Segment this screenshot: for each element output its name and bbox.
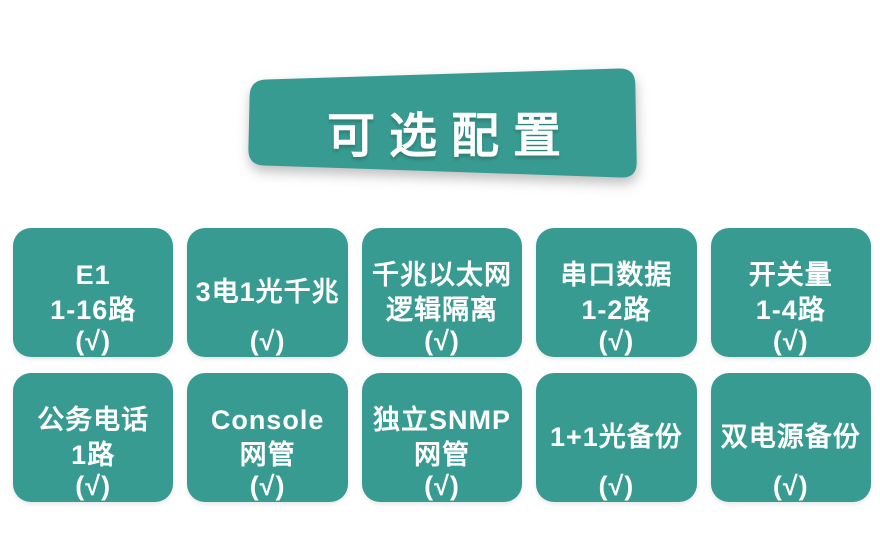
config-card: 3电1光千兆 (√) bbox=[187, 228, 348, 357]
config-card: 串口数据 1-2路(√) bbox=[536, 228, 697, 357]
card-line: 1-16路 bbox=[50, 294, 137, 325]
config-card: 双电源备份 (√) bbox=[710, 373, 871, 502]
check-mark: (√) bbox=[75, 326, 112, 356]
card-line: Console bbox=[210, 404, 325, 435]
config-card: 1+1光备份 (√) bbox=[536, 373, 697, 502]
check-mark: (√) bbox=[424, 326, 460, 356]
card-line: 独立SNMP bbox=[372, 404, 511, 435]
card-line: 1+1光备份 bbox=[549, 422, 683, 452]
card-line: 公务电话 bbox=[37, 404, 150, 435]
card-line: 逻辑隔离 bbox=[385, 294, 498, 325]
card-line: 双电源备份 bbox=[720, 422, 861, 452]
card-line: E1 bbox=[75, 259, 111, 290]
config-card: 千兆以太网逻辑隔离(√) bbox=[361, 228, 523, 357]
card-line: 开关量 bbox=[748, 259, 833, 290]
config-card: Console 网管(√) bbox=[187, 373, 348, 502]
check-mark: (√) bbox=[598, 471, 635, 501]
check-mark: (√) bbox=[772, 326, 809, 356]
config-card: 开关量 1-4路(√) bbox=[710, 228, 871, 357]
card-line: 千兆以太网 bbox=[371, 259, 512, 290]
card-line: 1路 bbox=[71, 439, 116, 470]
title-banner: 可选配置 bbox=[240, 50, 640, 195]
check-mark: (√) bbox=[424, 471, 460, 501]
banner-shape-icon bbox=[248, 68, 637, 178]
check-mark: (√) bbox=[772, 471, 809, 501]
card-line: 1-2路 bbox=[581, 294, 652, 325]
check-mark: (√) bbox=[249, 326, 286, 356]
card-line: 网管 bbox=[239, 439, 296, 470]
page-title: 可选配置 bbox=[326, 110, 575, 163]
check-mark: (√) bbox=[249, 471, 286, 501]
config-card: E1 1-16路(√) bbox=[13, 228, 174, 357]
card-line: 串口数据 bbox=[560, 259, 673, 290]
card-line: 网管 bbox=[413, 439, 470, 470]
card-line: 1-4路 bbox=[755, 294, 826, 325]
config-card: 独立SNMP 网管(√) bbox=[361, 373, 523, 502]
check-mark: (√) bbox=[598, 326, 635, 356]
config-card: 公务电话 1路(√) bbox=[13, 373, 174, 502]
check-mark: (√) bbox=[75, 471, 112, 501]
card-line: 3电1光千兆 bbox=[195, 277, 340, 307]
